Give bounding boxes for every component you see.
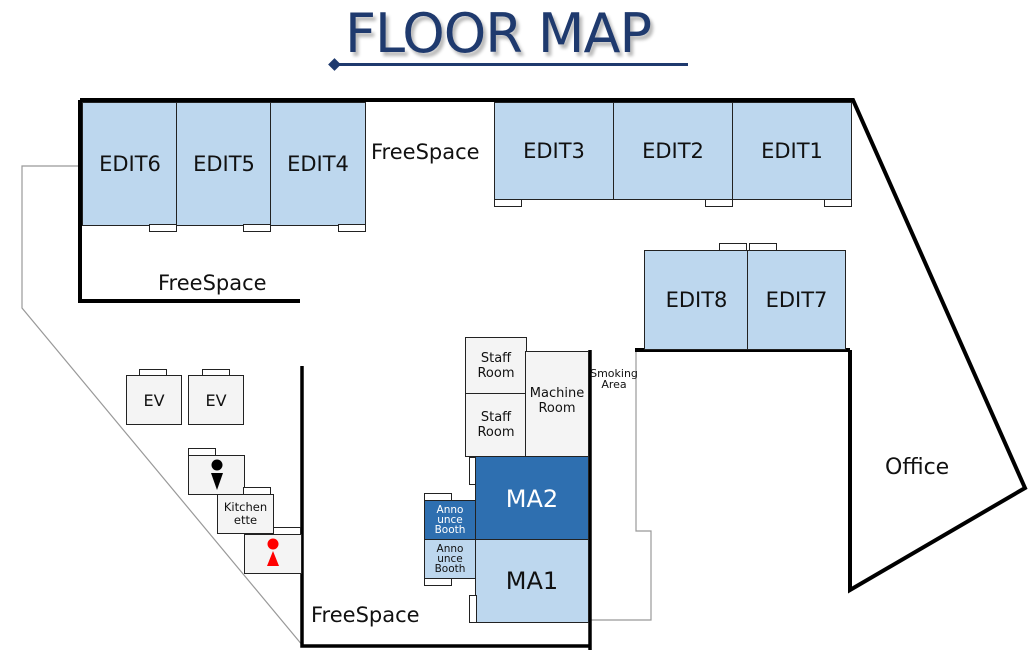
room-ma2-label: MA2 [505,484,559,513]
room-edit5-label: EDIT5 [193,152,255,176]
mens-restroom[interactable] [188,455,245,495]
page-title: FLOOR MAP [345,2,652,65]
wall-upper-left [78,100,300,303]
room-ev2[interactable]: EV [188,375,244,425]
title-underline [335,63,688,66]
freespace-left-label: FreeSpace [158,271,267,295]
ev1-label: EV [143,390,165,410]
room-edit2[interactable]: EDIT2 [613,102,733,200]
room-announce-booth-1[interactable]: Anno unce Booth [424,500,476,540]
room-edit7[interactable]: EDIT7 [747,250,846,350]
room-edit8[interactable]: EDIT8 [644,250,749,350]
room-edit1-label: EDIT1 [761,139,823,163]
womens-restroom[interactable] [244,534,302,574]
room-edit6[interactable]: EDIT6 [82,102,178,226]
door-edit5 [243,224,271,232]
room-edit3[interactable]: EDIT3 [494,102,614,200]
smoking-area-outline [590,350,652,621]
room-staff-1[interactable]: Staff Room [465,337,527,395]
freespace-bottom-label: FreeSpace [311,603,420,627]
room-edit8-label: EDIT8 [665,288,728,312]
booth-2-label: Anno unce Booth [434,543,466,575]
smoking-area-label: Smoking Area [590,367,638,391]
wall-top [80,98,1028,594]
room-machine-label: Machine Room [529,386,585,416]
room-ma2[interactable]: MA2 [475,456,589,541]
room-edit5[interactable]: EDIT5 [176,102,272,226]
room-edit4-label: EDIT4 [287,152,349,176]
kitchenette-label: Kitchen ette [223,500,268,527]
door-ma1 [469,595,477,623]
room-ma1-label: MA1 [505,567,559,595]
room-edit4[interactable]: EDIT4 [270,102,366,226]
male-restroom-icon [210,459,223,490]
door-edit4 [338,224,366,232]
room-ev1[interactable]: EV [126,375,182,425]
room-ma1[interactable]: MA1 [475,539,589,623]
room-edit1[interactable]: EDIT1 [732,102,852,200]
room-edit7-label: EDIT7 [765,288,828,312]
door-edit6 [149,224,177,232]
room-edit3-label: EDIT3 [523,139,585,163]
room-staff-1-label: Staff Room [477,351,515,381]
booth-1-label: Anno unce Booth [434,504,466,536]
female-restroom-icon [267,538,279,566]
room-staff-2-label: Staff Room [477,410,515,440]
ev2-label: EV [205,390,227,410]
room-staff-2[interactable]: Staff Room [465,393,527,457]
office-label: Office [885,455,950,480]
door-edit1 [824,199,852,207]
room-edit6-label: EDIT6 [99,152,161,176]
freespace-top-label: FreeSpace [371,140,480,164]
door-edit3 [494,199,522,207]
room-machine[interactable]: Machine Room [525,351,589,457]
building-outline-left [21,165,304,647]
door-edit2 [705,199,733,207]
room-edit2-label: EDIT2 [642,139,704,163]
wall-lower-left [300,366,590,648]
room-announce-booth-2[interactable]: Anno unce Booth [424,539,476,579]
door-booth-2 [424,578,452,586]
kitchenette[interactable]: Kitchen ette [217,494,274,534]
